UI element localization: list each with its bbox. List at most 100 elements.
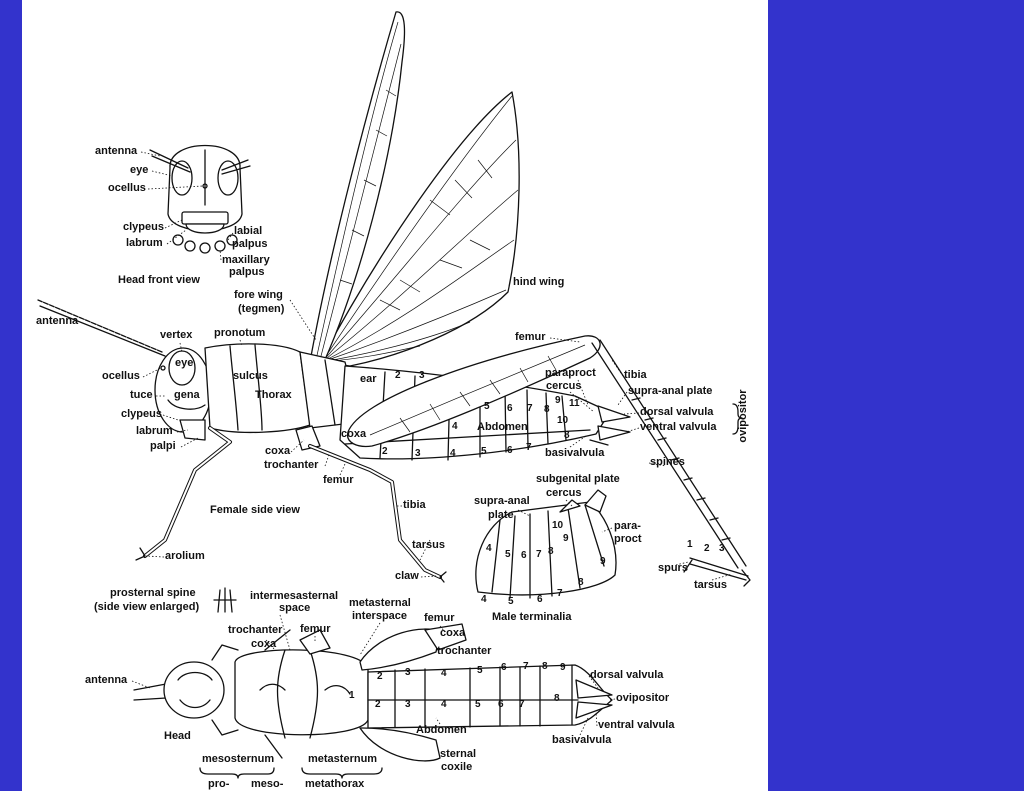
segment-number: 6 <box>507 445 513 456</box>
label-cercus: cercus <box>546 380 582 392</box>
segment-number: 4 <box>481 594 487 605</box>
female-side-view-leaders <box>142 299 743 581</box>
label-tegmen: (tegmen) <box>238 303 285 315</box>
segment-number: 5 <box>505 549 511 560</box>
segment-number: 7 <box>523 661 529 672</box>
segment-number: 4 <box>452 421 458 432</box>
label-thorax: Thorax <box>255 389 292 401</box>
label-arolium: arolium <box>165 550 205 562</box>
segment-number: 3 <box>405 699 411 710</box>
segment-number: 3 <box>415 448 421 459</box>
label-metasternal-interspace: interspace <box>352 610 408 622</box>
label-abdomen: Abdomen <box>477 421 528 433</box>
label-subgenital-plate: subgenital plate <box>536 473 620 485</box>
label-eye: eye <box>175 357 194 369</box>
segment-number: 8 <box>564 430 570 441</box>
tarsal-number: 2 <box>704 543 710 554</box>
female-side-view-title: Female side view <box>210 504 300 516</box>
tarsal-number: 1 <box>687 539 693 550</box>
label-supra-anal-plate: plate <box>488 509 514 521</box>
left-blue-bar <box>0 0 22 791</box>
segment-number: 1 <box>349 690 355 701</box>
label-gena: gena <box>174 389 200 401</box>
label-prothorax: pro- <box>208 778 230 790</box>
segment-number: 3 <box>405 667 411 678</box>
label-dorsal-valvula: dorsal valvula <box>640 406 714 418</box>
label-paraproct: para- <box>614 520 641 532</box>
label-sternal-coxite: sternal <box>440 748 477 760</box>
label-paraproct: proct <box>614 533 642 545</box>
label-ovipositor: ovipositor <box>616 692 670 704</box>
label-supra-anal-plate: supra-anal <box>474 495 530 507</box>
label-abdomen: Abdomen <box>416 724 467 736</box>
label-cercus: cercus <box>546 487 582 499</box>
segment-number: 8 <box>554 693 560 704</box>
label-antenna: antenna <box>85 674 128 686</box>
segment-number: 4 <box>450 448 456 459</box>
right-blue-bar <box>768 0 1024 791</box>
segment-number: 9 <box>563 533 569 544</box>
label-antenna: antenna <box>95 145 138 157</box>
label-ventral-valvula: ventral valvula <box>598 719 675 731</box>
prosternal-spine-drawing <box>213 587 237 613</box>
label-hind-tibia: tibia <box>624 369 647 381</box>
label-ovipositor: ovipositor <box>737 389 749 443</box>
label-hind-trochanter: trochanter <box>437 645 492 657</box>
label-clypeus: clypeus <box>123 221 164 233</box>
label-eye: eye <box>130 164 149 176</box>
segment-number: 6 <box>537 594 543 605</box>
label-vertex: vertex <box>160 329 193 341</box>
label-claw: claw <box>395 570 419 582</box>
label-clypeus: clypeus <box>121 408 162 420</box>
segment-number: 4 <box>441 668 447 679</box>
segment-number: 10 <box>557 415 569 426</box>
male-terminalia-title: Male terminalia <box>492 611 572 623</box>
segment-number: 3 <box>419 370 425 381</box>
segment-number: 8 <box>578 577 584 588</box>
head-front-view-title: Head front view <box>118 274 200 286</box>
segment-number: 2 <box>377 671 383 682</box>
fore-wing-drawing <box>309 11 406 363</box>
label-mid-femur: femur <box>300 623 331 635</box>
label-sternal-coxite: coxile <box>441 761 473 773</box>
label-front-coxa: coxa <box>251 638 277 650</box>
label-ventral-valvula: ventral valvula <box>640 421 717 433</box>
label-antenna: antenna <box>36 315 79 327</box>
label-palpi: palpi <box>150 440 176 452</box>
label-maxillary-palpus: maxillary <box>222 254 270 266</box>
segment-number: 5 <box>484 401 490 412</box>
segment-number: 7 <box>526 442 532 453</box>
segment-number: 2 <box>395 370 401 381</box>
segment-number: 8 <box>548 546 554 557</box>
label-supra-anal-plate: supra-anal plate <box>628 385 713 397</box>
label-hind-femur: femur <box>424 612 455 624</box>
segment-number: 9 <box>560 662 566 673</box>
hind-wing-drawing <box>319 91 520 367</box>
segment-number: 5 <box>481 446 487 457</box>
label-spurs: spurs <box>658 562 688 574</box>
label-hind-femur: femur <box>515 331 546 343</box>
label-mesosternum: mesosternum <box>202 753 275 765</box>
label-ear: ear <box>360 373 377 385</box>
label-dorsal-valvula: dorsal valvula <box>590 669 664 681</box>
segment-number: 4 <box>486 543 492 554</box>
label-front-trochanter: trochanter <box>228 624 283 636</box>
label-mid-femur: femur <box>323 474 354 486</box>
label-labrum: labrum <box>136 425 173 437</box>
label-basivalvula: basivalvula <box>552 734 612 746</box>
label-basivalvula: basivalvula <box>545 447 605 459</box>
label-labrum: labrum <box>126 237 163 249</box>
label-hind-wing: hind wing <box>513 276 565 288</box>
segment-number: 9 <box>555 395 561 406</box>
label-labial-palpus: labial <box>234 225 263 237</box>
segment-number: 6 <box>501 662 507 673</box>
label-prosternal-spine-note: (side view enlarged) <box>94 601 200 613</box>
label-maxillary-palpus: palpus <box>229 266 265 278</box>
label-hind-coxa: coxa <box>341 428 367 440</box>
label-metathorax: metathorax <box>305 778 365 790</box>
head-front-view-drawing <box>149 144 251 254</box>
label-sulcus: sulcus <box>233 370 268 382</box>
ventral-view-drawing <box>133 623 613 762</box>
segment-number: 2 <box>375 699 381 710</box>
